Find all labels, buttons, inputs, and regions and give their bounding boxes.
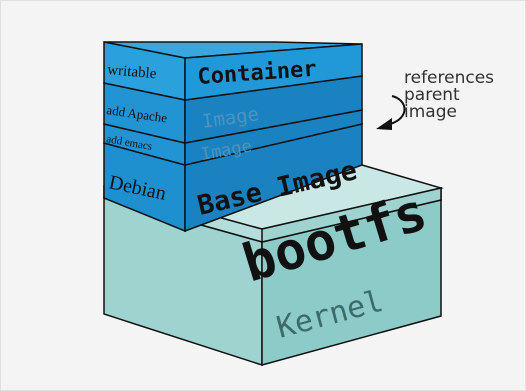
container-front-face [184, 43, 363, 101]
references-parent-annotation: references parent image [404, 70, 519, 121]
bootfs-front-face [261, 187, 442, 243]
curved-arrow-icon [376, 95, 406, 130]
base-image-layer: Debian Base Image [103, 123, 363, 233]
annotation-line-1: references [404, 68, 495, 88]
container-layer: writable Container [103, 41, 363, 101]
apache-image-layer: add Apache Image [103, 75, 363, 144]
emacs-image-layer: add emacs Image [103, 109, 363, 166]
container-side-label: writable [107, 62, 158, 82]
annotation-line-3: image [404, 102, 457, 122]
annotation-line-2: parent [404, 85, 460, 105]
